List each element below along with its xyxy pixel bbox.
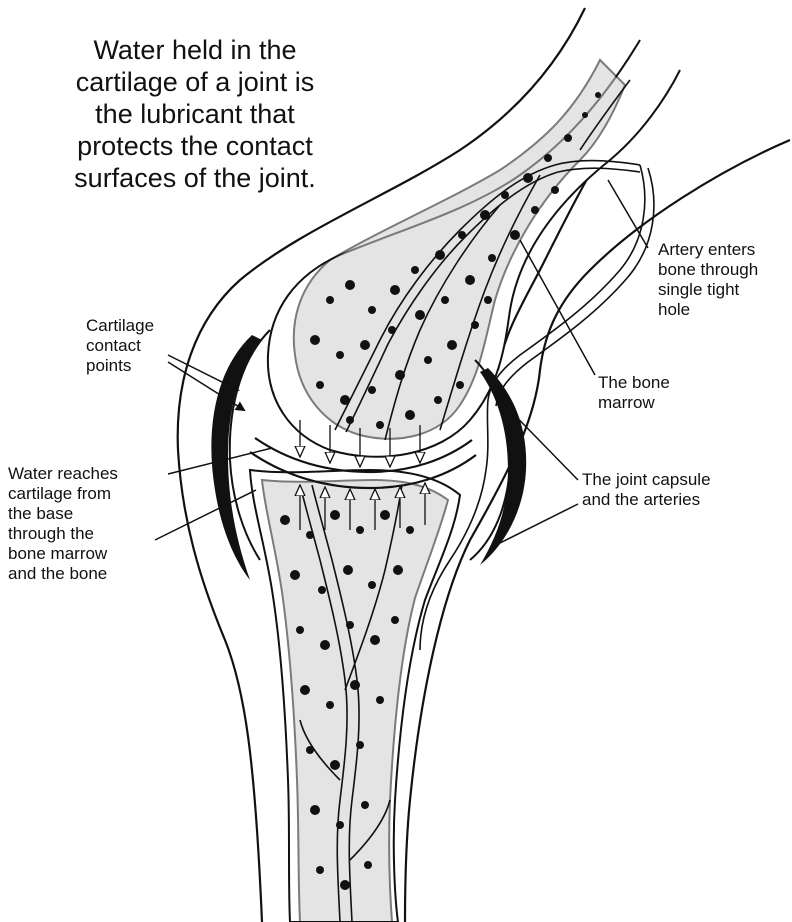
label-line: hole (658, 300, 758, 320)
label-line: the base (8, 504, 118, 524)
leader-water-2 (155, 490, 256, 540)
label-line: The joint capsule (582, 470, 711, 490)
label-line: and the bone (8, 564, 118, 584)
label-line: points (86, 356, 154, 376)
label-water-reaches: Water reaches cartilage from the base th… (8, 464, 118, 584)
title-line: protects the contact (40, 130, 350, 162)
leader-artery (608, 180, 648, 248)
label-line: through the (8, 524, 118, 544)
label-line: bone marrow (8, 544, 118, 564)
label-line: Water reaches (8, 464, 118, 484)
title-line: the lubricant that (40, 98, 350, 130)
label-line: Artery enters (658, 240, 758, 260)
label-artery-enters: Artery enters bone through single tight … (658, 240, 758, 320)
label-line: single tight (658, 280, 758, 300)
label-bone-marrow: The bone marrow (598, 373, 670, 413)
label-joint-capsule: The joint capsule and the arteries (582, 470, 711, 510)
title-line: Water held in the (40, 34, 350, 66)
title-line: surfaces of the joint. (40, 162, 350, 194)
title-line: cartilage of a joint is (40, 66, 350, 98)
label-line: cartilage from (8, 484, 118, 504)
label-line: contact (86, 336, 154, 356)
label-line: The bone (598, 373, 670, 393)
diagram-title: Water held in the cartilage of a joint i… (40, 34, 350, 194)
label-line: and the arteries (582, 490, 711, 510)
label-line: marrow (598, 393, 670, 413)
label-line: Cartilage (86, 316, 154, 336)
leader-marrow (520, 240, 595, 375)
label-line: bone through (658, 260, 758, 280)
label-cartilage-contact: Cartilage contact points (86, 316, 154, 376)
